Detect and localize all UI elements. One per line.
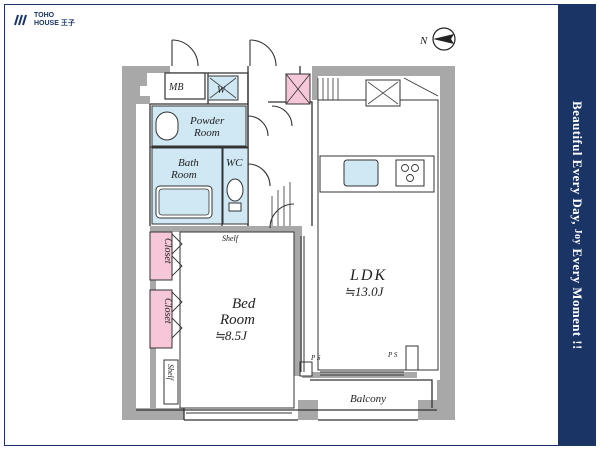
brand-line2: HOUSE 王子 <box>34 20 75 27</box>
label-bed-2: Room <box>219 312 255 328</box>
label-ps-2: P S <box>387 351 398 359</box>
closet-1 <box>149 231 173 281</box>
w-cross <box>209 77 237 99</box>
bed-room <box>179 231 295 409</box>
washbasin-icon <box>155 111 179 141</box>
label-balcony: Balcony <box>350 393 386 405</box>
bedroom-shelf <box>163 359 179 405</box>
label-powder-2: Room <box>193 127 220 139</box>
label-closet-2: Closet <box>162 298 173 324</box>
compass: N <box>419 27 456 51</box>
label-shelf-2: Shelf <box>166 364 175 382</box>
doors <box>171 39 295 229</box>
stove-icon <box>395 159 425 187</box>
label-ldk-size: ≒13.0J <box>344 284 385 299</box>
ps-shaft-2 <box>405 345 419 371</box>
label-bed-size: ≒8.5J <box>214 328 248 343</box>
label-closet-1: Closet <box>162 238 173 264</box>
label-mb: MB <box>168 82 183 93</box>
tagline-part1: Beautiful Every Day, <box>570 100 585 229</box>
ps-shaft-1 <box>299 361 313 377</box>
tagline-part2: Every Moment !! <box>570 244 585 350</box>
mb-box <box>164 72 206 100</box>
compass-arrow-icon <box>433 34 454 44</box>
closet-doors <box>171 233 183 339</box>
label-w: W <box>217 85 227 96</box>
compass-letter: N <box>419 35 428 47</box>
tagline-joy: Joy <box>572 228 583 245</box>
tagline-text: Beautiful Every Day, Joy Every Moment !! <box>558 4 596 446</box>
label-bed-1: Bed <box>232 296 256 312</box>
label-wc: WC <box>226 157 243 169</box>
label-powder-1: Powder <box>189 115 225 127</box>
label-ldk: LDK <box>349 267 387 284</box>
label-bath-1: Bath <box>178 157 199 169</box>
windows <box>186 236 404 414</box>
sink-icon <box>343 159 379 187</box>
label-shelf-1: Shelf <box>222 234 240 243</box>
label-bath-2: Room <box>170 169 197 181</box>
label-ps-1: P S <box>310 354 321 362</box>
brand-logo: TOHO HOUSE 王子 <box>14 12 75 28</box>
ldk-room <box>317 99 439 371</box>
closet-2 <box>149 289 173 349</box>
tagline-sidebar: Beautiful Every Day, Joy Every Moment !! <box>558 4 596 446</box>
toilet-icon <box>226 178 244 202</box>
brand-line1: TOHO <box>34 12 55 19</box>
brand-mark-icon <box>14 14 27 26</box>
